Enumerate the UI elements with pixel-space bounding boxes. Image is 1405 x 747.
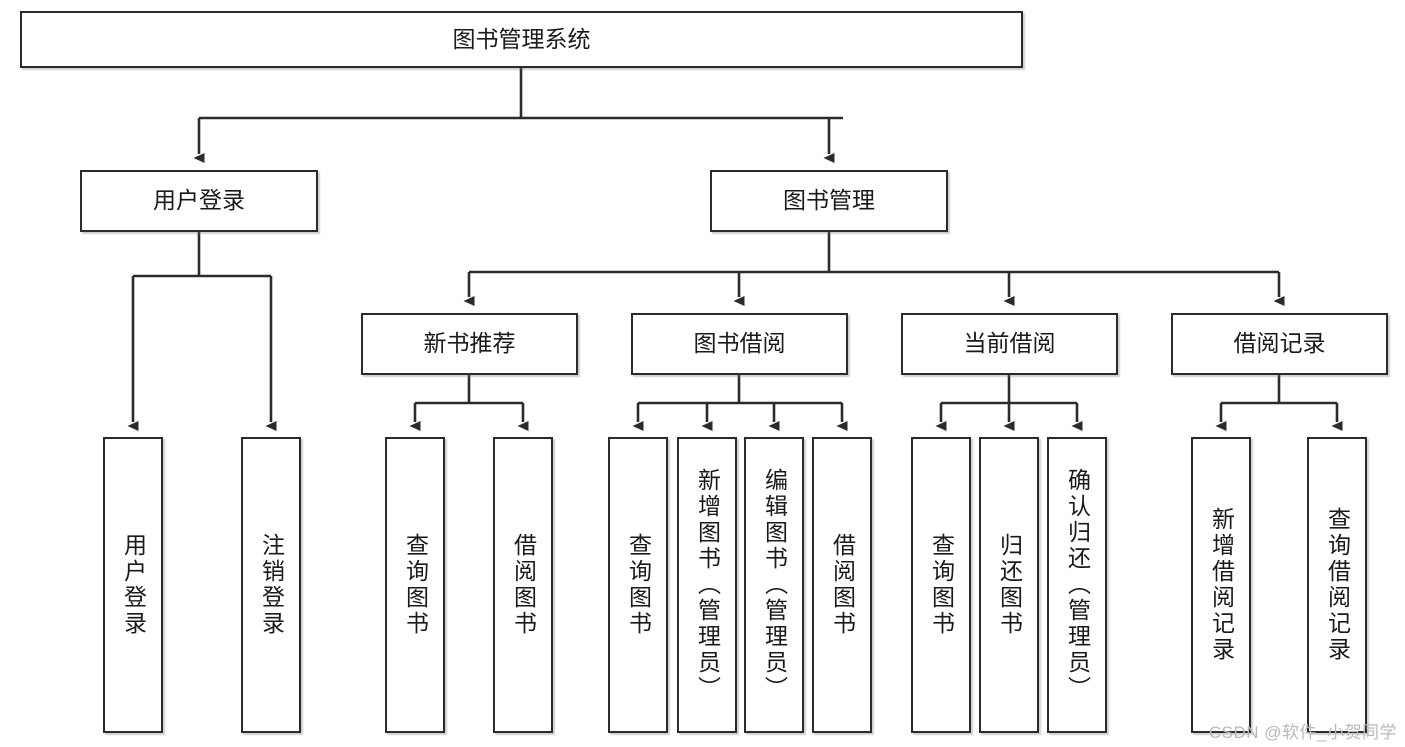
node-label: 借阅记录 bbox=[1233, 330, 1326, 357]
node-label: 归还图书 bbox=[996, 533, 1023, 637]
node-label: 确认归还（管理员） bbox=[1064, 468, 1091, 702]
leaf-query-book-1[interactable]: 查询图书 bbox=[385, 437, 445, 733]
node-new-book-recommend[interactable]: 新书推荐 bbox=[361, 313, 578, 375]
node-label: 注销登录 bbox=[258, 533, 285, 637]
node-label: 用户登录 bbox=[153, 187, 245, 214]
node-label: 借阅图书 bbox=[510, 533, 537, 637]
node-label: 借阅图书 bbox=[829, 533, 856, 637]
node-label: 编辑图书（管理员） bbox=[761, 468, 788, 702]
node-label: 用户登录 bbox=[120, 533, 147, 637]
node-label: 查询借阅记录 bbox=[1324, 507, 1351, 663]
node-root-system[interactable]: 图书管理系统 bbox=[20, 11, 1023, 68]
node-label: 图书借阅 bbox=[693, 330, 786, 357]
leaf-user-login[interactable]: 用户登录 bbox=[103, 437, 163, 733]
node-label: 查询图书 bbox=[402, 533, 429, 637]
leaf-add-record[interactable]: 新增借阅记录 bbox=[1191, 437, 1251, 733]
leaf-confirm-return[interactable]: 确认归还（管理员） bbox=[1047, 437, 1107, 733]
node-label: 新书推荐 bbox=[423, 330, 516, 357]
leaf-query-book-3[interactable]: 查询图书 bbox=[911, 437, 971, 733]
leaf-borrow-book-1[interactable]: 借阅图书 bbox=[493, 437, 553, 733]
csdn-watermark: CSDN @软件_小贺同学 bbox=[1208, 723, 1397, 742]
node-label: 图书管理系统 bbox=[452, 25, 591, 52]
leaf-add-book[interactable]: 新增图书（管理员） bbox=[677, 437, 737, 733]
node-book-manage[interactable]: 图书管理 bbox=[710, 170, 948, 232]
node-current-borrow[interactable]: 当前借阅 bbox=[901, 313, 1118, 375]
node-label: 查询图书 bbox=[625, 533, 652, 637]
leaf-logout-login[interactable]: 注销登录 bbox=[241, 437, 301, 733]
node-label: 新增借阅记录 bbox=[1208, 507, 1235, 663]
node-label: 新增图书（管理员） bbox=[694, 468, 721, 702]
leaf-edit-book[interactable]: 编辑图书（管理员） bbox=[744, 437, 804, 733]
node-label: 查询图书 bbox=[928, 533, 955, 637]
node-label: 当前借阅 bbox=[963, 330, 1056, 357]
leaf-query-book-2[interactable]: 查询图书 bbox=[608, 437, 668, 733]
leaf-borrow-book-2[interactable]: 借阅图书 bbox=[812, 437, 872, 733]
leaf-return-book[interactable]: 归还图书 bbox=[979, 437, 1039, 733]
node-borrow-record[interactable]: 借阅记录 bbox=[1171, 313, 1388, 375]
leaf-query-record[interactable]: 查询借阅记录 bbox=[1307, 437, 1367, 733]
node-user-login[interactable]: 用户登录 bbox=[80, 170, 318, 232]
node-book-borrow[interactable]: 图书借阅 bbox=[631, 313, 848, 375]
node-label: 图书管理 bbox=[783, 187, 875, 214]
